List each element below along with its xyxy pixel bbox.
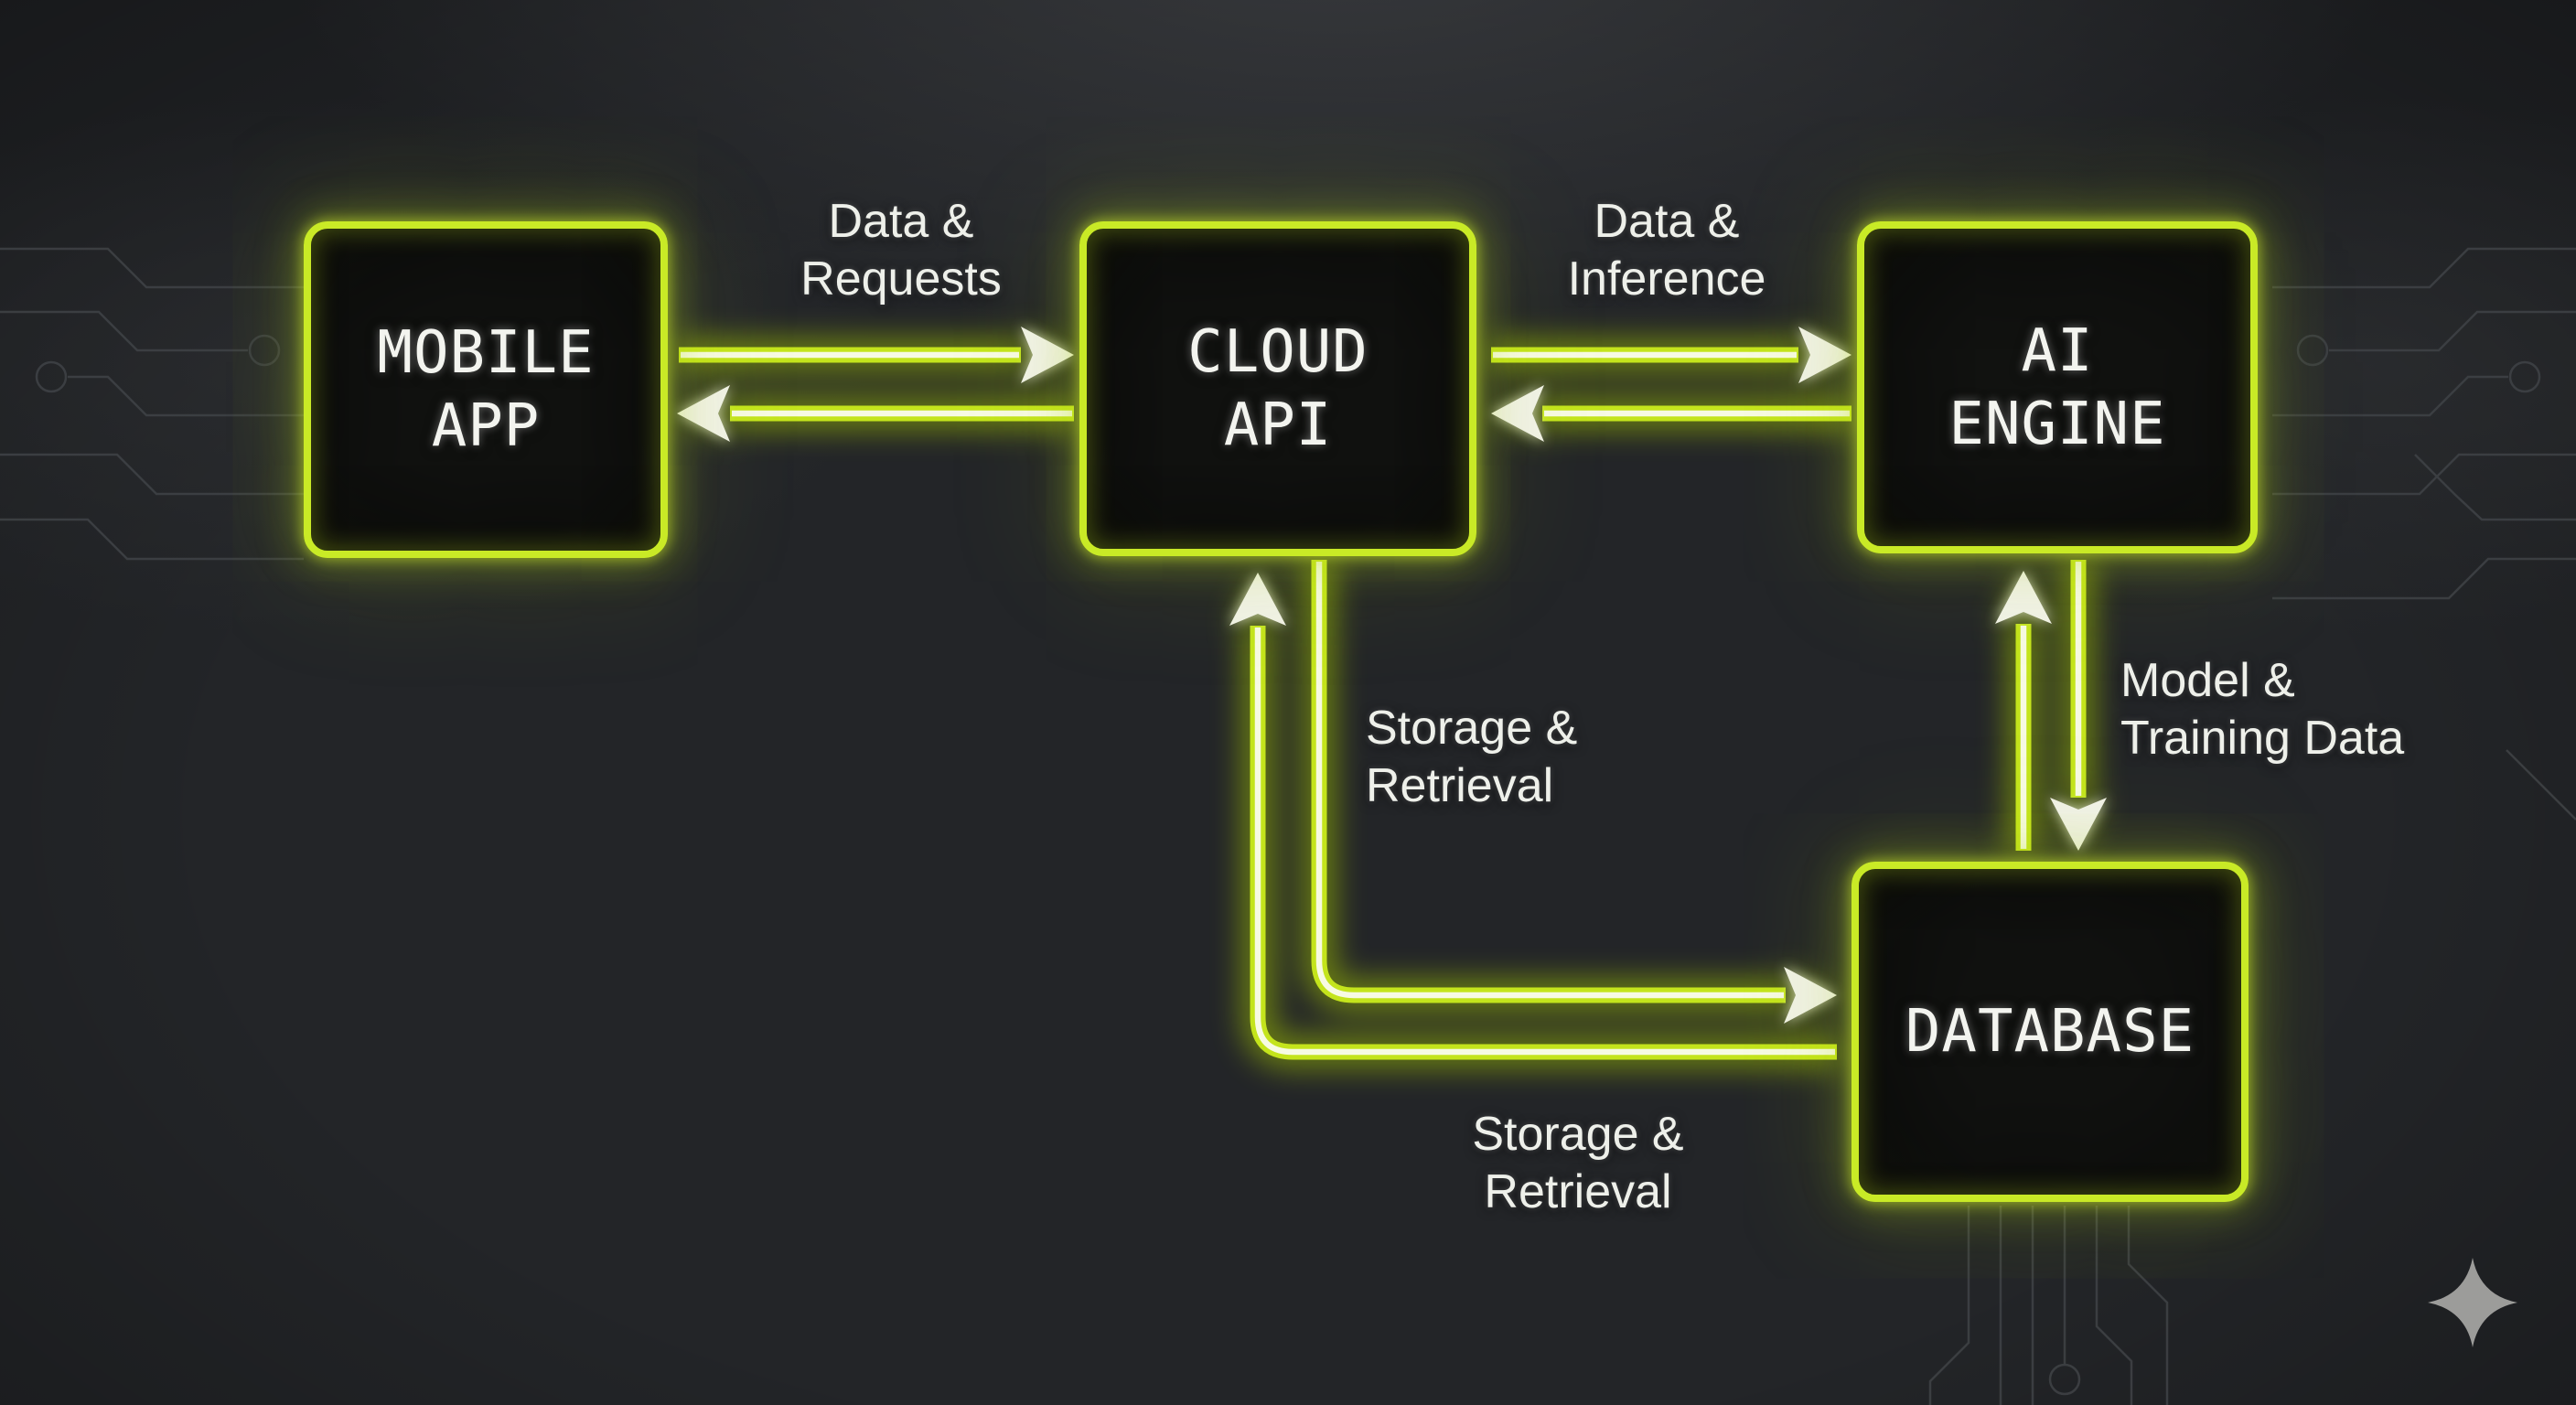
arrowhead-into-mobile [677,385,730,442]
node-mobile-app-title-line2: APP [431,392,541,460]
edge-label-cloud-database-line1: Storage & [1366,702,1578,755]
sparkle-icon [2428,1258,2517,1347]
node-mobile-app-title-line1: MOBILE [377,319,595,387]
edge-label-database-storage: Storage & Retrieval [1395,1106,1761,1221]
arrowheads [677,327,2107,1024]
node-mobile-app: MOBILE APP [304,221,668,558]
node-ai-engine-title-line2: ENGINE [1948,390,2166,458]
edge-label-mobile-cloud-line2: Requests [800,252,1002,306]
edge-label-database-storage-line2: Retrieval [1484,1165,1672,1218]
edge-label-cloud-ai-line2: Inference [1567,252,1766,306]
edge-label-mobile-cloud: Data & Requests [718,193,1084,308]
circuit-pattern-below-database [1928,1206,2169,1405]
node-cloud-api: CLOUD API [1079,221,1476,556]
node-cloud-api-title-line2: API [1223,391,1333,459]
neon-core-layer [681,351,2082,1056]
edge-label-cloud-database: Storage & Retrieval [1366,700,1577,815]
arrowhead-into-cloud-right [1491,385,1544,442]
arrowhead-into-cloud-left [1021,327,1074,383]
arrowhead-into-database-left [1784,967,1837,1024]
node-database-title: DATABASE [1905,995,2195,1068]
edge-label-mobile-cloud-line1: Data & [828,195,974,248]
node-ai-engine-title: AI ENGINE [1948,315,2165,461]
arrowhead-into-cloud-bottom [1229,573,1286,626]
arrowhead-into-ai-bottom [1995,571,2052,624]
edge-label-database-storage-line1: Storage & [1472,1108,1684,1161]
node-cloud-api-title: CLOUD API [1187,316,1368,462]
node-database: DATABASE [1852,862,2249,1202]
arrowhead-into-database-top [2050,798,2107,851]
circuit-pattern-right [2272,247,2576,820]
edge-label-cloud-ai-line1: Data & [1594,195,1740,248]
node-cloud-api-title-line1: CLOUD [1187,318,1368,386]
edge-label-ai-database-line1: Model & [2120,654,2295,707]
edge-label-ai-database: Model & Training Data [2120,652,2404,767]
edge-label-ai-database-line2: Training Data [2120,712,2405,765]
edge-label-cloud-database-line2: Retrieval [1366,759,1554,812]
arrowhead-into-ai-left [1798,327,1852,383]
circuit-pattern-left [0,247,304,561]
node-ai-engine: AI ENGINE [1857,221,2258,553]
edge-label-cloud-ai: Data & Inference [1484,193,1850,308]
node-database-title-line1: DATABASE [1905,998,2195,1066]
node-mobile-app-title: MOBILE APP [377,316,594,463]
node-ai-engine-title-line1: AI [2021,316,2094,385]
